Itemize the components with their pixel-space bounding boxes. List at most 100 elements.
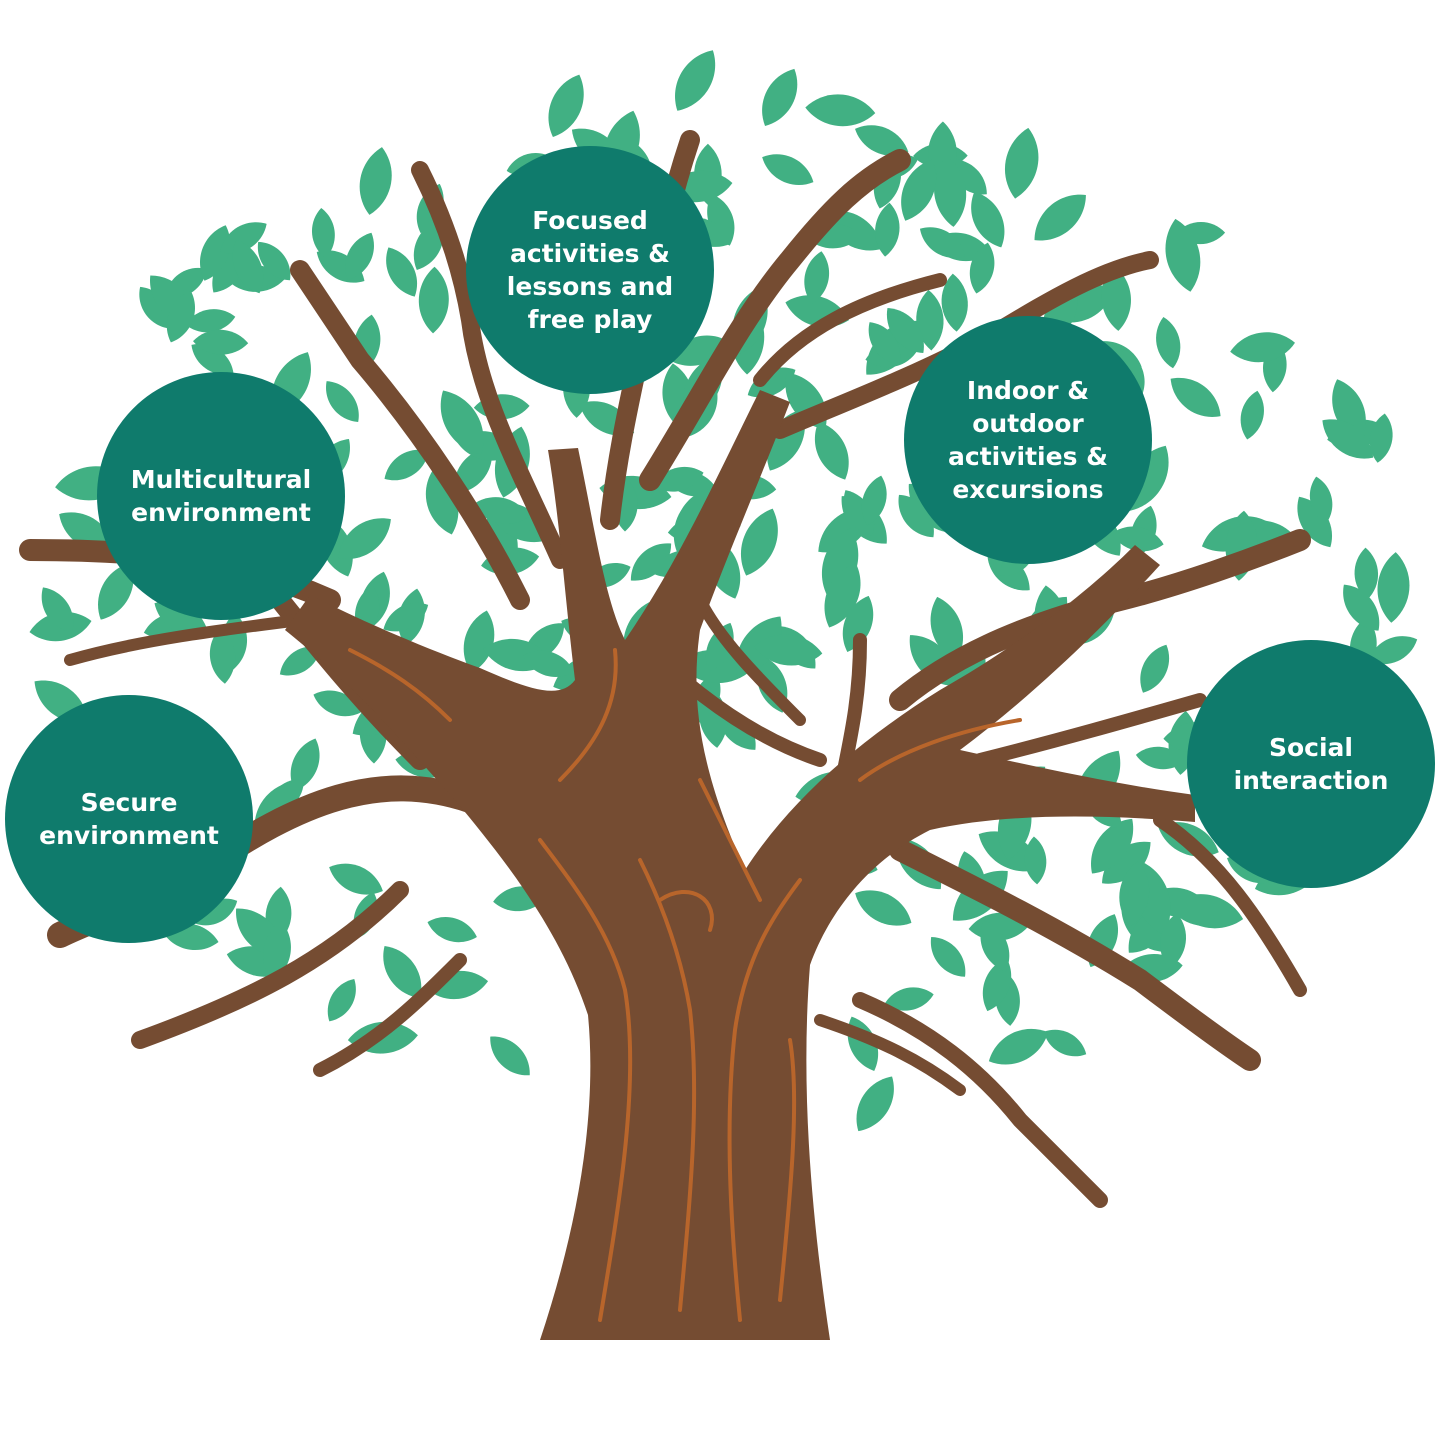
- leaf: [1024, 836, 1047, 885]
- leaf: [1368, 636, 1418, 665]
- leaf: [988, 1028, 1049, 1065]
- leaf: [1043, 1029, 1087, 1057]
- leaf: [194, 898, 238, 926]
- leaf: [326, 381, 359, 423]
- leaf: [384, 449, 429, 481]
- leaf: [473, 497, 529, 524]
- leaf: [843, 490, 874, 536]
- bark-line: [348, 648, 452, 722]
- leaf: [901, 159, 936, 221]
- leaf: [1354, 547, 1378, 600]
- leaf: [762, 68, 798, 126]
- leaf: [327, 978, 356, 1022]
- leaf: [290, 738, 320, 791]
- leaf: [824, 563, 861, 628]
- leaf: [1343, 584, 1380, 631]
- branch: [313, 953, 467, 1077]
- leaf: [675, 50, 716, 111]
- leaf: [1165, 218, 1201, 292]
- leaf: [523, 650, 574, 677]
- leaf: [266, 779, 304, 815]
- node-label: Secure environment: [39, 788, 219, 850]
- branch: [694, 594, 806, 726]
- leaf: [200, 225, 231, 281]
- node-indoor-outdoor-activities: Indoor & outdoor activities & excursions: [904, 316, 1152, 564]
- leaf: [386, 247, 418, 297]
- leaf: [762, 154, 814, 185]
- leaf: [418, 266, 449, 334]
- leaf: [139, 286, 172, 329]
- leaf: [427, 917, 477, 943]
- branch: [1153, 813, 1307, 997]
- node-label: Focused activities & lessons and free pl…: [506, 206, 674, 334]
- leaf: [886, 307, 924, 354]
- leaf: [930, 937, 966, 977]
- leaf: [916, 289, 944, 351]
- branch: [411, 161, 569, 569]
- leaf: [855, 125, 909, 156]
- leaf: [855, 890, 912, 926]
- branch: [753, 273, 947, 387]
- leaf: [934, 156, 967, 227]
- node-social-interaction: Social interaction: [1187, 640, 1435, 888]
- leaf: [741, 508, 778, 576]
- leaf: [1297, 496, 1332, 548]
- node-focused-activities: Focused activities & lessons and free pl…: [466, 146, 714, 394]
- leaf: [490, 1036, 530, 1076]
- leaf: [1102, 841, 1151, 884]
- branch: [889, 839, 1261, 1071]
- leaf: [1162, 887, 1217, 926]
- node-multicultural-environment: Multicultural environment: [97, 372, 345, 620]
- leaf: [856, 1076, 894, 1132]
- leaf: [345, 232, 374, 280]
- bark-line: [538, 838, 633, 1322]
- leaf: [875, 202, 900, 257]
- leaf: [805, 94, 876, 127]
- node-label: Indoor & outdoor activities & excursions: [948, 376, 1108, 504]
- leaf: [185, 309, 236, 333]
- leaf: [166, 290, 195, 343]
- leaf: [1160, 913, 1186, 970]
- leaf: [630, 543, 672, 581]
- leaf: [209, 628, 236, 684]
- leaf: [1111, 526, 1164, 552]
- leaf: [1091, 818, 1134, 874]
- leaf: [941, 273, 968, 332]
- leaf: [884, 987, 934, 1011]
- leaf: [1004, 127, 1039, 199]
- leaf: [971, 191, 1005, 248]
- branch: [639, 149, 911, 491]
- leaf: [814, 421, 849, 480]
- leaf: [1034, 194, 1086, 241]
- node-label: Multicultural environment: [130, 465, 312, 527]
- bark-line: [698, 778, 762, 902]
- bark-line: [638, 858, 697, 1312]
- leaf: [279, 646, 321, 676]
- leaf: [747, 367, 796, 398]
- leaf: [1140, 644, 1170, 693]
- leaf: [413, 219, 444, 270]
- leaf: [548, 74, 584, 138]
- branch: [973, 693, 1207, 767]
- leaf: [1156, 316, 1181, 369]
- leaf: [1322, 419, 1374, 459]
- tree-trunk: [285, 390, 1195, 1340]
- leaf: [263, 921, 291, 982]
- leaf: [383, 945, 422, 999]
- leaf: [969, 242, 995, 294]
- leaf: [440, 390, 484, 455]
- branch: [814, 1014, 966, 1096]
- node-label: Social interaction: [1233, 733, 1389, 795]
- leaf: [220, 222, 267, 254]
- node-secure-environment: Secure environment: [5, 695, 253, 943]
- leaf: [1240, 390, 1264, 440]
- bark-texture: [348, 648, 1022, 1322]
- bark-line: [858, 718, 1022, 782]
- leaf: [154, 601, 209, 636]
- leaf: [930, 596, 964, 661]
- leaf: [359, 147, 392, 215]
- branch: [131, 881, 409, 1049]
- leaf: [1377, 552, 1410, 623]
- leaf: [861, 475, 887, 526]
